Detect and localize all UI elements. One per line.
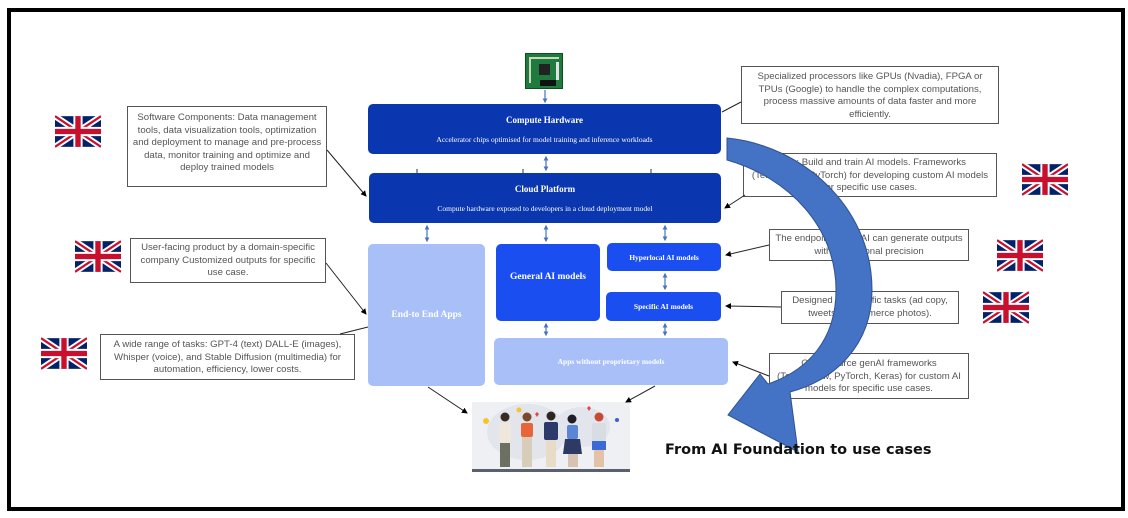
apps-without-proprietary-models-box: Apps without proprietary models bbox=[494, 338, 728, 385]
diagram-frame bbox=[7, 8, 1125, 511]
diagram-caption: From AI Foundation to use cases bbox=[665, 442, 932, 458]
note-software-components: Software Components: Data management too… bbox=[127, 106, 327, 187]
specific-ai-models-box: Specific AI models bbox=[606, 292, 721, 321]
uk-flag-icon bbox=[55, 115, 101, 148]
note-wide-range: A wide range of tasks: GPT-4 (text) DALL… bbox=[100, 334, 355, 380]
compute-hardware-box: Compute Hardware Accelerator chips optim… bbox=[368, 104, 721, 154]
note-user-facing: User-facing product by a domain-specific… bbox=[130, 238, 326, 283]
compute-hardware-subtitle: Accelerator chips optimised for model tr… bbox=[436, 134, 653, 144]
note-endpoint: The endpoint of genAI can generate outpu… bbox=[769, 229, 969, 261]
uk-flag-icon bbox=[997, 239, 1043, 272]
end-to-end-apps-title: End-to End Apps bbox=[391, 310, 462, 320]
cloud-platform-title: Cloud Platform bbox=[514, 183, 576, 194]
cloud-platform-subtitle: Compute hardware exposed to developers i… bbox=[437, 203, 653, 213]
hyperlocal-ai-models-title: Hyperlocal AI models bbox=[629, 252, 699, 262]
cloud-platform-box: Cloud Platform Compute hardware exposed … bbox=[369, 173, 721, 223]
uk-flag-icon bbox=[41, 337, 87, 370]
general-ai-models-title: General AI models bbox=[510, 272, 586, 282]
uk-flag-icon bbox=[983, 291, 1029, 324]
note-specialized-processors: Specialized processors like GPUs (Nvadia… bbox=[741, 66, 999, 124]
compute-hardware-title: Compute Hardware bbox=[505, 114, 584, 125]
end-to-end-apps-box: End-to End Apps bbox=[368, 244, 485, 386]
general-ai-models-box: General AI models bbox=[496, 244, 600, 321]
hyperlocal-ai-models-box: Hyperlocal AI models bbox=[607, 243, 721, 271]
uk-flag-icon bbox=[1022, 163, 1068, 196]
apps-without-proprietary-models-title: Apps without proprietary models bbox=[557, 357, 665, 366]
note-open-source: Open-source genAI frameworks (TensorFlow… bbox=[769, 353, 969, 399]
people-group-illustration bbox=[472, 402, 630, 472]
note-tools: Tools: Build and train AI models. Framew… bbox=[743, 153, 997, 197]
circuit-board-image bbox=[525, 53, 563, 89]
uk-flag-icon bbox=[75, 240, 121, 273]
specific-ai-models-title: Specific AI models bbox=[633, 302, 694, 311]
note-designed-for: Designed for specific tasks (ad copy, tw… bbox=[781, 291, 959, 324]
